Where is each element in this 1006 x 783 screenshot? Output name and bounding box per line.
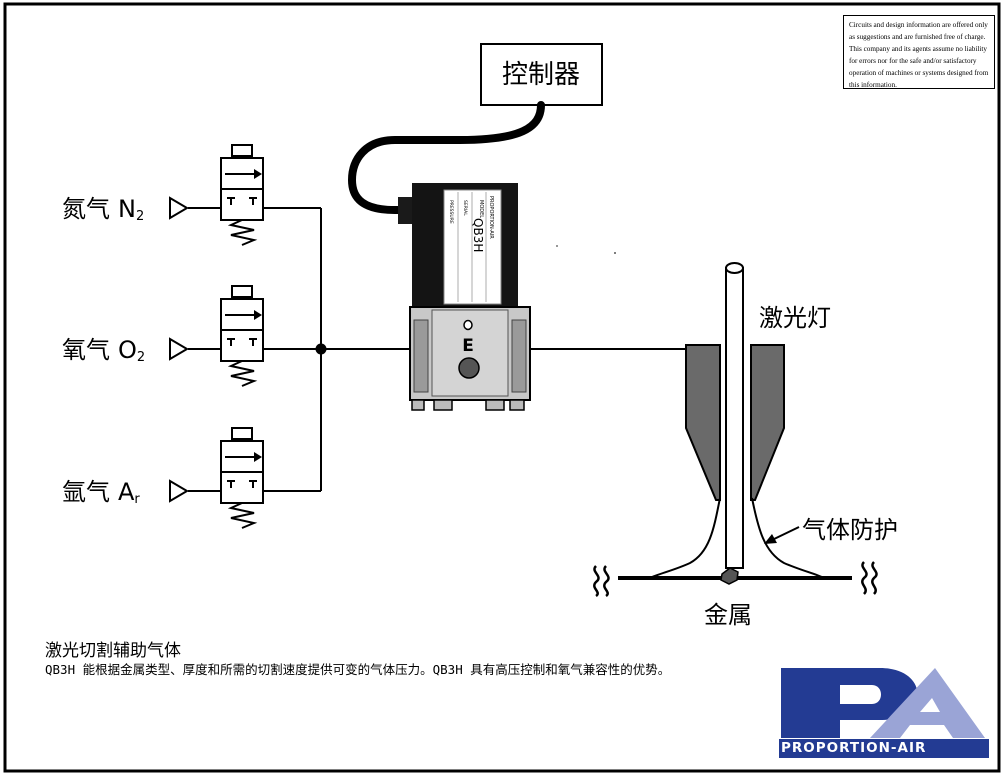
break-mark-left: [593, 565, 610, 598]
break-mark-right: [861, 561, 878, 595]
inlet-triangle-o2: [169, 337, 189, 361]
nozzle-right: [750, 344, 785, 501]
logo-letter-p: [781, 668, 918, 738]
controller-label: 控制器: [502, 60, 580, 90]
valve-o2: [220, 285, 264, 387]
laser-label: 激光灯: [759, 304, 831, 332]
gas-flow-left: [649, 497, 721, 579]
inlet-triangle-ar: [169, 479, 189, 503]
controller-box: [480, 43, 603, 106]
speck: [614, 252, 616, 254]
junction-dot: [315, 343, 327, 355]
speck: [556, 245, 558, 247]
laser-tube-cap: [725, 262, 744, 274]
regulator-face-letter: E: [462, 336, 474, 356]
sticker-model: QB3H: [471, 218, 485, 252]
caption-title: 激光切割辅助气体: [45, 641, 181, 661]
regulator: PROPORTION-AIR MODEL QB3H SERIAL PRESSUR…: [409, 183, 531, 411]
logo-wordmark: PROPORTION-AIR: [781, 740, 927, 756]
sticker-serial: SERIAL: [462, 200, 468, 216]
logo-letter-a: [870, 668, 985, 738]
controller-cable: [347, 101, 545, 214]
valve-ar: [220, 427, 264, 529]
valve-n2: [220, 144, 264, 246]
inlet-triangle-n2: [169, 196, 189, 220]
logo: [779, 666, 989, 758]
sticker-pressure: PRESSURE: [448, 200, 454, 224]
metal-label: 金属: [704, 601, 752, 629]
nozzle-left: [685, 344, 721, 501]
sticker-brand: PROPORTION-AIR: [488, 196, 494, 239]
regulator-port: [463, 319, 473, 331]
regulator-label-sticker: [443, 189, 502, 305]
regulator-knob: [458, 357, 480, 379]
shield-label: 气体防护: [802, 516, 898, 544]
laser-tube: [725, 267, 744, 569]
shield-pointer-head: [764, 534, 777, 544]
gas-flow-right: [751, 497, 825, 579]
shield-pointer: [771, 526, 800, 541]
melt-point: [720, 567, 739, 585]
outer-border: [3, 2, 1001, 773]
logo-wordmark-bar: [779, 739, 989, 758]
disclaimer-box: Circuits and design information are offe…: [843, 15, 995, 89]
sticker-model-prefix: MODEL: [478, 200, 484, 218]
caption-body: QB3H 能根据金属类型、厚度和所需的切割速度提供可变的气体压力。QB3H 具有…: [45, 662, 671, 677]
